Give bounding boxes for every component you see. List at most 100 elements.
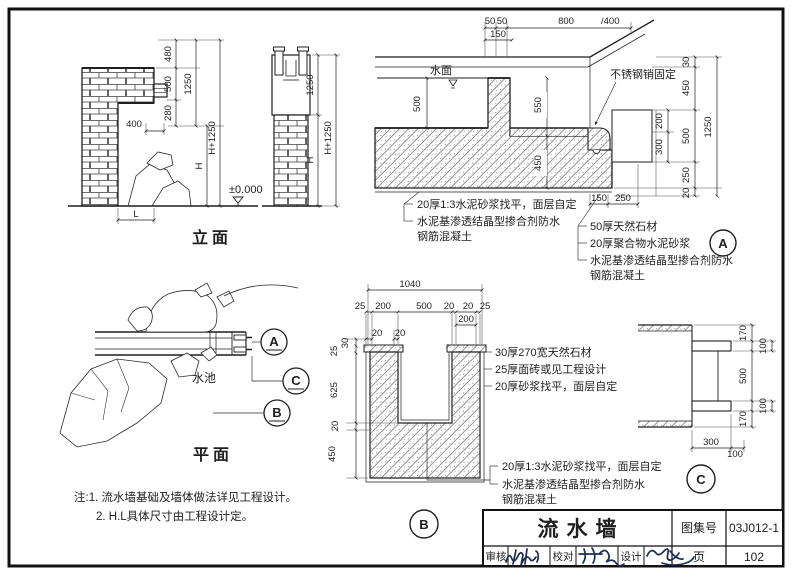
proof-label: 校对 bbox=[553, 550, 574, 563]
dim-label: 550 bbox=[533, 97, 544, 113]
note-line: 水泥基渗透结晶型掺合剂防水 bbox=[417, 214, 560, 228]
dim-label: 20 bbox=[463, 301, 474, 312]
dim-label: 25 bbox=[355, 301, 366, 312]
dim-label: 30 bbox=[340, 338, 351, 349]
dim-label: 300 bbox=[654, 139, 665, 155]
dim-label: 200 bbox=[458, 314, 474, 325]
dim-label: 25 bbox=[480, 301, 491, 312]
figure-section-a: 水面 50 50 800 150 /400 500 bbox=[374, 16, 737, 282]
elevation-caption: 立面 bbox=[192, 228, 232, 247]
dim-label: 20 bbox=[681, 188, 692, 199]
signature-design bbox=[646, 548, 695, 566]
atlas-number: 03J012-1 bbox=[729, 521, 779, 535]
note-line: 水泥基渗透结晶型掺合剂防水 bbox=[590, 253, 733, 267]
spout-tab bbox=[691, 340, 732, 352]
atlas-label: 图集号 bbox=[681, 520, 717, 535]
svg-text:B: B bbox=[272, 405, 281, 420]
dim-label: 280 bbox=[163, 105, 174, 121]
section-mark-b: B bbox=[213, 399, 291, 427]
figure-detail-c: 170 500 170 100 100 300 100 C bbox=[638, 323, 776, 494]
stone-outline bbox=[611, 109, 653, 163]
figure-elevation: 480 500 280 1250 H H+1250 400 L ±0.000 立… bbox=[68, 38, 263, 247]
dim-label: 250 bbox=[615, 193, 631, 204]
pool-label: 水池 bbox=[192, 371, 216, 385]
note-line: 20厚1:3水泥砂浆找平，面层自定 bbox=[417, 197, 577, 211]
signature-proof bbox=[578, 547, 625, 567]
dim-label: 20 bbox=[330, 421, 341, 432]
sheet-border bbox=[7, 7, 785, 568]
dim-label: 500 bbox=[681, 128, 692, 144]
dim-label: 1040 bbox=[399, 279, 420, 290]
dim-label: H bbox=[194, 162, 205, 169]
title-block: 流水墙 图集号 03J012-1 审核 校对 设计 页 102 bbox=[482, 509, 784, 567]
pin-stone bbox=[587, 127, 611, 151]
dim-label: 170 bbox=[738, 411, 749, 427]
sheet-title: 流水墙 bbox=[538, 517, 625, 541]
coping-stone bbox=[363, 344, 404, 353]
note-line: 钢筋混凝土 bbox=[590, 268, 645, 282]
dim-label: 400 bbox=[126, 119, 142, 130]
section-a-dimensions: 50 50 800 150 /400 500 550 450 200 300 3… bbox=[412, 16, 722, 208]
dim-label: 200 bbox=[375, 301, 391, 312]
section-bubble-c: C bbox=[686, 464, 716, 494]
dim-label: 500 bbox=[412, 96, 423, 112]
coping-strip bbox=[509, 127, 589, 136]
svg-text:±0.000: ±0.000 bbox=[229, 184, 263, 196]
section-b-dimensions: 1040 25 200 500 20 20 25 200 20 20 bbox=[327, 279, 491, 480]
dim-label: 500 bbox=[163, 76, 174, 92]
dim-label: 100 bbox=[758, 398, 769, 414]
dim-label: 800 bbox=[558, 16, 574, 27]
dim-label: 20 bbox=[395, 328, 406, 339]
plan-caption: 平面 bbox=[193, 446, 233, 464]
dim-label: 450 bbox=[327, 446, 338, 462]
side-dimensions: 1250 H H+1250 bbox=[305, 53, 340, 208]
footnote-line: 2. H.L具体尺寸由工程设计定。 bbox=[96, 509, 253, 523]
figure-side-elevation: 1250 H H+1250 bbox=[262, 46, 340, 208]
note-line: 20厚砂浆找平，面层自定 bbox=[495, 379, 617, 393]
dim-label: 100 bbox=[727, 449, 743, 460]
dim-label: 100 bbox=[758, 338, 769, 354]
dim-label: 25 bbox=[329, 346, 340, 357]
page-number: 102 bbox=[744, 550, 764, 564]
section-a-notes-left: 20厚1:3水泥砂浆找平，面层自定 水泥基渗透结晶型掺合剂防水 钢筋混凝土 bbox=[403, 191, 577, 243]
svg-text:B: B bbox=[419, 517, 428, 532]
spout-tab bbox=[691, 400, 732, 412]
elevation-dimensions: 480 500 280 1250 H H+1250 400 L bbox=[116, 38, 224, 224]
dim-label: 170 bbox=[738, 325, 749, 341]
dim-label: 150 bbox=[490, 29, 506, 40]
water-spout bbox=[153, 83, 168, 98]
dim-label: 1250 bbox=[305, 74, 316, 95]
section-mark-c: C bbox=[251, 356, 310, 395]
dim-label: 450 bbox=[681, 80, 692, 96]
figure-section-b: 1040 25 200 500 20 20 25 200 20 20 bbox=[327, 279, 662, 539]
note-line: 30厚270宽天然石材 bbox=[495, 345, 592, 359]
rocks bbox=[127, 151, 192, 207]
dim-label: 500 bbox=[416, 301, 432, 312]
note-line: 钢筋混凝土 bbox=[417, 229, 472, 243]
section-b-notes-right: 30厚270宽天然石材 25厚面砖或见工程设计 20厚砂浆找平，面层自定 bbox=[484, 345, 617, 393]
dim-label: 1250 bbox=[183, 73, 194, 94]
wall-plan bbox=[95, 331, 252, 356]
section-bubble-b: B bbox=[409, 509, 439, 539]
brick-pier bbox=[273, 114, 309, 207]
page-label: 页 bbox=[693, 550, 705, 564]
note-line: 50厚天然石材 bbox=[590, 219, 657, 233]
section-bubble-a: A bbox=[709, 229, 737, 257]
dim-label: 50 bbox=[485, 16, 496, 27]
dim-label: 20 bbox=[372, 328, 383, 339]
dim-label: H bbox=[305, 156, 316, 163]
water-surface: 水面 bbox=[377, 64, 488, 89]
dim-label: 250 bbox=[681, 167, 692, 183]
rocks bbox=[59, 282, 299, 448]
dim-label: 20 bbox=[444, 301, 455, 312]
footnote-line: 注:1. 流水墙基础及墙体做法详见工程设计。 bbox=[74, 490, 297, 504]
signature-audit bbox=[505, 548, 540, 566]
svg-text:C: C bbox=[696, 472, 706, 487]
dim-label: H+1250 bbox=[207, 121, 218, 155]
dim-label: L bbox=[133, 209, 138, 220]
note-line: 25厚面砖或见工程设计 bbox=[495, 362, 606, 376]
channel-concrete bbox=[369, 351, 481, 479]
dim-label: 30 bbox=[681, 57, 692, 68]
dim-label: 625 bbox=[329, 382, 340, 398]
